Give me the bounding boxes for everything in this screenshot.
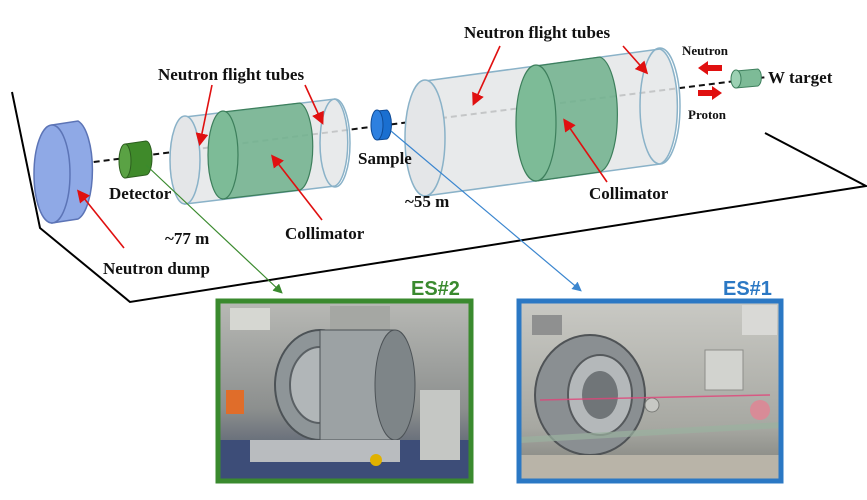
label-distance-77: ~77 m — [165, 229, 209, 248]
es1-photo — [516, 298, 784, 484]
es2-leader-line — [145, 164, 283, 294]
es2-title: ES#2 — [411, 278, 460, 300]
label-collimator-right: Collimator — [589, 184, 669, 203]
left-flight-tubes — [169, 98, 351, 205]
neutron-dump — [33, 120, 94, 224]
detector — [118, 140, 153, 179]
es2-photo — [215, 298, 474, 484]
label-collimator-left: Collimator — [285, 224, 365, 243]
label-detector: Detector — [109, 184, 172, 203]
label-tubes-left: Neutron flight tubes — [158, 65, 304, 84]
label-proton: Proton — [688, 107, 727, 122]
label-neutron: Neutron — [682, 43, 729, 58]
right-flight-tubes — [404, 47, 681, 197]
proton-arrow-icon — [698, 86, 722, 100]
es1-leader-line — [390, 130, 582, 292]
label-tubes-right: Neutron flight tubes — [464, 23, 610, 42]
es1-title: ES#1 — [723, 278, 772, 300]
floor-outline — [11, 91, 867, 304]
label-w-target: W target — [768, 68, 833, 87]
sample — [370, 109, 392, 141]
w-target — [730, 68, 762, 89]
label-sample: Sample — [358, 149, 412, 168]
label-neutron-dump: Neutron dump — [103, 259, 210, 278]
neutron-arrow-icon — [698, 61, 722, 75]
label-distance-55: ~55 m — [405, 192, 449, 211]
pointer-arrows — [76, 45, 649, 249]
